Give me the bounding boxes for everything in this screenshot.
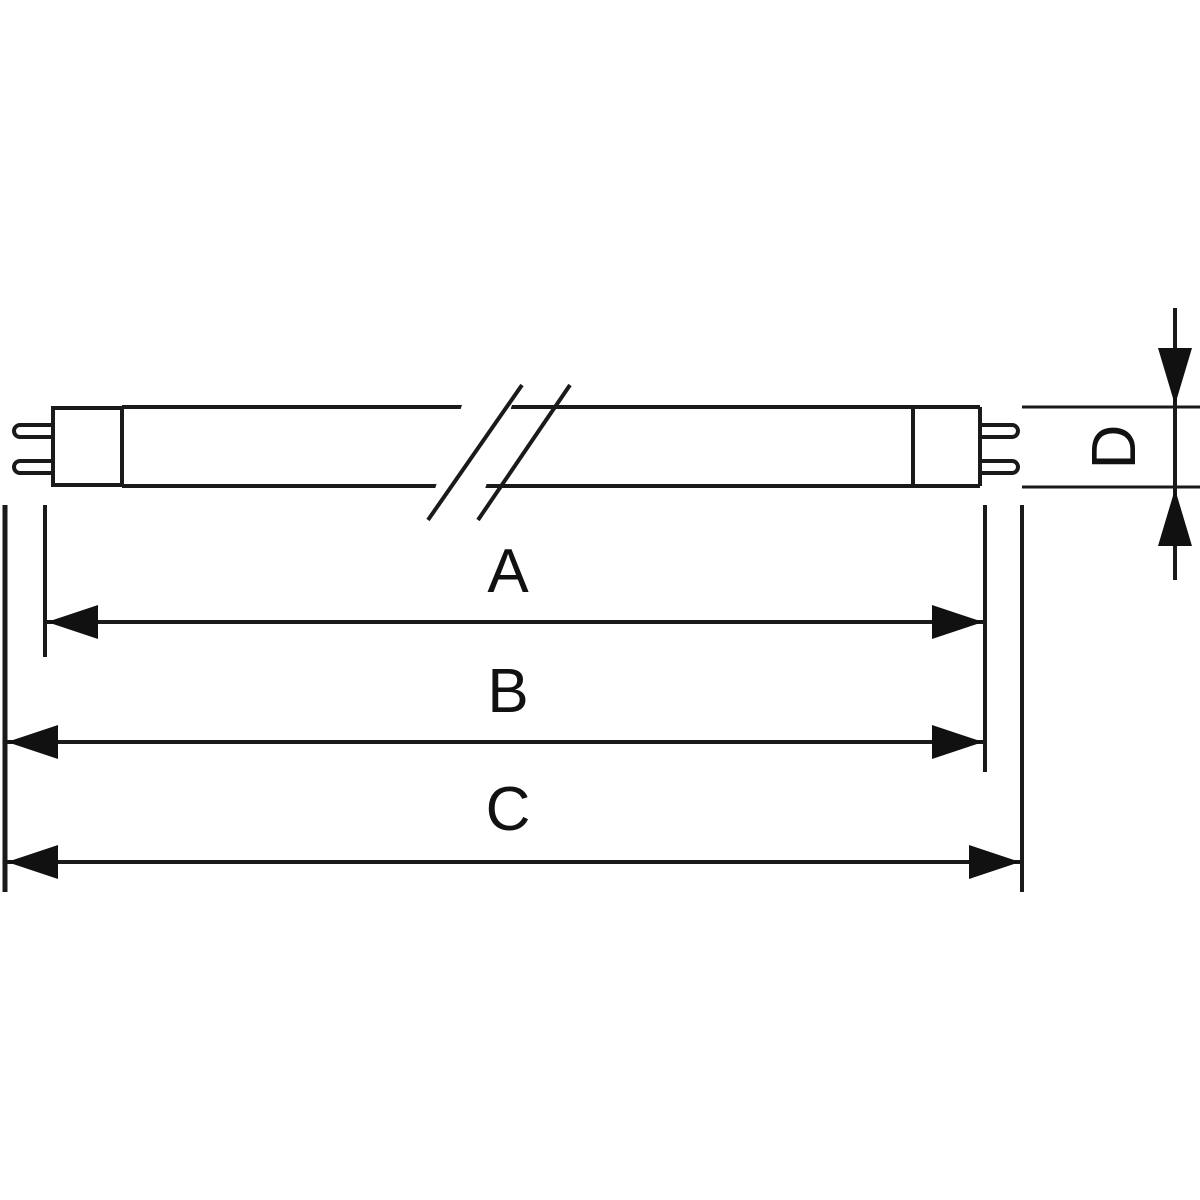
tube (12, 380, 1020, 522)
dimension-d: D (1080, 308, 1192, 580)
dimension-b-label: B (487, 657, 528, 726)
d-arrow-up (1158, 489, 1192, 546)
d-arrow-down (1158, 348, 1192, 405)
dimension-c: C (7, 775, 1020, 879)
left-end-cap (51, 406, 124, 487)
dimension-c-label: C (486, 775, 531, 844)
dimension-b: B (7, 657, 983, 759)
dimension-a-label: A (487, 537, 529, 606)
dimension-d-label: D (1080, 425, 1149, 470)
extension-lines (2, 405, 1200, 892)
right-pins (980, 423, 1020, 475)
left-pins (12, 423, 53, 475)
break-symbol (425, 380, 572, 522)
dimension-a: A (47, 537, 983, 639)
